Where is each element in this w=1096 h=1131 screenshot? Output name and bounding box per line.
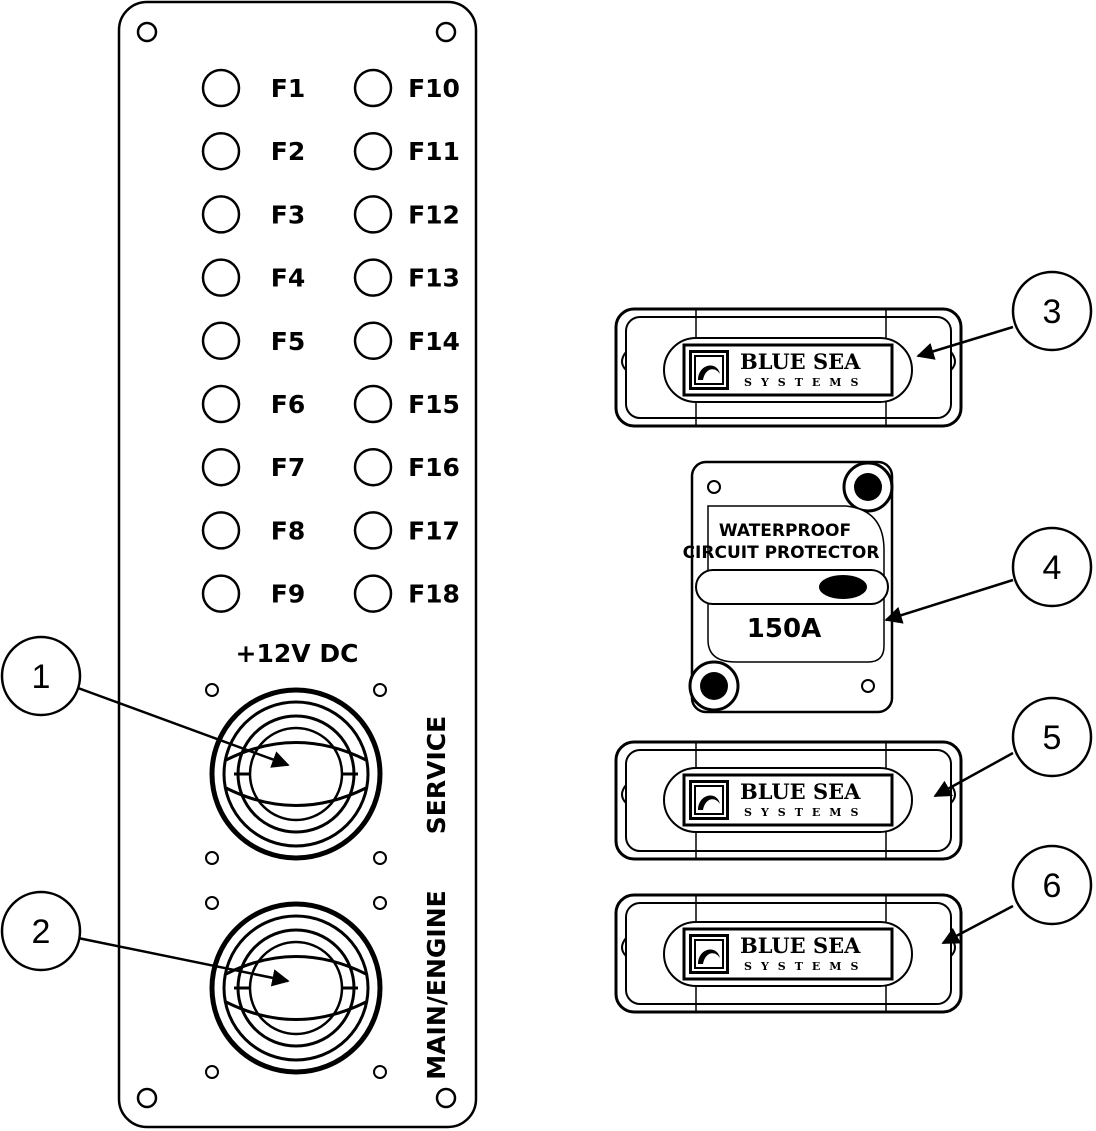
breaker-stud bbox=[700, 672, 728, 700]
reset-button[interactable] bbox=[819, 575, 867, 599]
brand-subname: SYSTEMS bbox=[744, 376, 867, 389]
panel-mount-hole bbox=[136, 21, 158, 43]
callout-circle bbox=[1011, 526, 1093, 608]
switch-screw-hole bbox=[373, 683, 387, 697]
callout-arrow-1 bbox=[77, 686, 290, 768]
switch-handle bbox=[225, 955, 367, 1021]
fuse-label: F18 bbox=[408, 580, 460, 609]
panel-mount-hole bbox=[435, 1087, 457, 1109]
callout-arrow-4 bbox=[884, 578, 1014, 624]
blue-sea-logo-icon bbox=[689, 350, 729, 390]
panel-mount-hole bbox=[136, 1087, 158, 1109]
fuse-label: F11 bbox=[408, 137, 460, 166]
switch-screw-hole bbox=[205, 683, 219, 697]
fuse-indicator-light bbox=[201, 384, 241, 424]
switch-handle bbox=[225, 741, 367, 807]
fuse-label: F8 bbox=[271, 516, 305, 545]
fuse-label: F7 bbox=[271, 453, 305, 482]
callout-arrows bbox=[77, 325, 1014, 987]
fuse-indicator-light bbox=[201, 258, 241, 297]
service-label: SERVICE bbox=[422, 716, 451, 834]
breaker-rating: 150A bbox=[747, 614, 821, 644]
brand-name: BLUE SEA bbox=[740, 349, 861, 374]
switch-screw-hole bbox=[205, 851, 219, 865]
fuse-indicator-light bbox=[353, 195, 393, 234]
breaker-title: WATERPROOF bbox=[719, 521, 851, 541]
fuse-label: F4 bbox=[271, 264, 305, 293]
fuse-indicator-light bbox=[353, 447, 393, 487]
panel-mount-hole bbox=[435, 21, 457, 43]
fuse-label: F16 bbox=[408, 453, 460, 482]
fuse-label: F14 bbox=[408, 327, 460, 356]
callout-arrow-5 bbox=[933, 751, 1014, 798]
fuse-indicator-light bbox=[201, 321, 241, 361]
switch-screw-hole bbox=[373, 1065, 387, 1079]
callout-number: 4 bbox=[1043, 549, 1062, 587]
fuse-indicator-light bbox=[201, 131, 241, 171]
switch-screw-hole bbox=[205, 896, 219, 910]
callout-number: 5 bbox=[1043, 719, 1062, 757]
fuse-indicator-light bbox=[353, 131, 393, 171]
fuse-label: F5 bbox=[271, 327, 305, 356]
callout-arrow-6 bbox=[941, 904, 1014, 945]
service-switch[interactable]: SERVICE bbox=[205, 683, 451, 865]
brand-subname: SYSTEMS bbox=[744, 806, 867, 819]
fuse-label: F17 bbox=[408, 516, 460, 545]
callout-number: 6 bbox=[1043, 867, 1062, 905]
switch-screw-hole bbox=[373, 896, 387, 910]
fuse-block: BLUE SEA SYSTEMS bbox=[614, 893, 963, 1014]
fuse-label: F13 bbox=[408, 264, 460, 293]
circuit-breaker: WATERPROOF CIRCUIT PROTECTOR 150A bbox=[683, 460, 894, 714]
blue-sea-logo-icon bbox=[689, 934, 729, 974]
fuse-indicator-light bbox=[353, 574, 393, 613]
brand-name: BLUE SEA bbox=[740, 779, 861, 804]
fuse-label: F3 bbox=[271, 200, 305, 229]
breaker-subtitle: CIRCUIT PROTECTOR bbox=[683, 543, 880, 563]
callout-circle bbox=[1011, 270, 1093, 352]
fuse-label: F9 bbox=[271, 580, 305, 609]
breaker-screw-hole bbox=[707, 480, 721, 494]
fuse-label: F10 bbox=[408, 74, 460, 103]
callout-number: 1 bbox=[32, 658, 51, 696]
voltage-label: +12V DC bbox=[236, 639, 359, 668]
brand-subname: SYSTEMS bbox=[744, 960, 867, 973]
callout-circle bbox=[1011, 844, 1093, 926]
main-engine-switch[interactable]: MAIN/ENGINE bbox=[205, 890, 451, 1080]
callout-circle bbox=[0, 890, 82, 972]
fuse-indicator-light bbox=[201, 447, 241, 487]
callout-number: 3 bbox=[1043, 293, 1062, 331]
fuse-label: F2 bbox=[271, 137, 305, 166]
fuse-indicator-light bbox=[353, 384, 393, 424]
fuse-indicator-light bbox=[353, 321, 393, 361]
fuse-block: BLUE SEA SYSTEMS bbox=[614, 307, 963, 428]
fuse-indicator-light bbox=[201, 195, 241, 234]
breaker-stud bbox=[854, 473, 882, 501]
callout-arrow-2 bbox=[77, 936, 290, 987]
brand-name: BLUE SEA bbox=[740, 933, 861, 958]
fuse-indicator-light bbox=[201, 574, 241, 613]
callout-arrow-3 bbox=[916, 325, 1014, 360]
fuse-label: F15 bbox=[408, 390, 460, 419]
fuse-label: F1 bbox=[271, 74, 305, 103]
blue-sea-logo-icon bbox=[689, 780, 729, 820]
breaker-screw-hole bbox=[861, 679, 875, 693]
switch-screw-hole bbox=[373, 851, 387, 865]
switch-screw-hole bbox=[205, 1065, 219, 1079]
fuse-label: F12 bbox=[408, 200, 460, 229]
fuse-indicator-light bbox=[353, 258, 393, 297]
fuse-indicator-light bbox=[201, 68, 241, 108]
main-engine-label: MAIN/ENGINE bbox=[422, 890, 451, 1079]
callouts: 1 2 3 4 5 6 bbox=[0, 270, 1093, 972]
fuse-indicator-light bbox=[353, 511, 393, 550]
fuse-block: BLUE SEA SYSTEMS bbox=[614, 740, 963, 861]
fuse-indicator-light bbox=[201, 511, 241, 550]
fuse-label: F6 bbox=[271, 390, 305, 419]
callout-circle bbox=[1011, 696, 1093, 778]
callout-number: 2 bbox=[32, 913, 51, 951]
callout-circle bbox=[0, 635, 82, 717]
fuse-indicator-light bbox=[353, 68, 393, 108]
